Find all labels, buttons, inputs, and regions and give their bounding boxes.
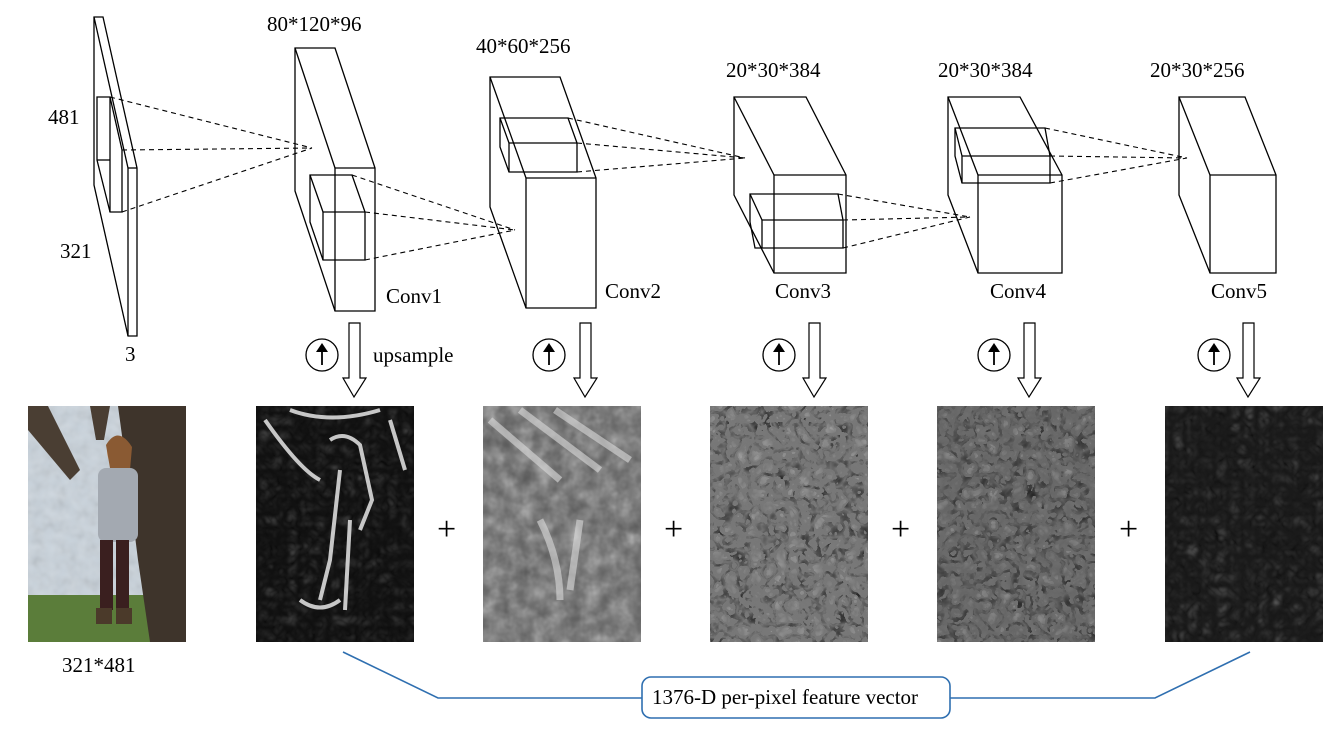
projection-lines-conv2-conv3 [567,117,746,173]
conv5-volume [1178,96,1277,274]
feature-map-conv4 [937,406,1095,642]
input-volume [93,16,138,337]
plus-symbol-1: + [437,511,456,548]
projection-lines-conv4-conv5 [1044,127,1188,184]
projection-lines-conv1-conv2 [351,174,516,261]
upsample-arrow-conv2 [532,322,599,399]
upsample-arrow-conv3 [762,322,828,399]
feature-map-conv2 [483,406,641,642]
conv5-dims-label: 20*30*256 [1150,58,1245,82]
projection-lines-input-conv1 [109,96,313,213]
conv4-volume [947,96,1063,274]
feature-vector-box: 1376-D per-pixel feature vector [641,676,951,719]
conv1-volume [294,47,376,312]
conv2-volume [489,76,597,309]
plus-symbol-4: + [1119,511,1138,548]
conv3-dims-label: 20*30*384 [726,58,821,82]
feature-map-conv1 [256,406,414,642]
input-width-label: 321 [60,239,92,263]
conv3-volume [733,96,847,274]
plus-symbol-2: + [664,511,683,548]
upsample-arrow-conv5 [1197,322,1262,399]
conv4-name-label: Conv4 [990,279,1047,303]
conv2-dims-label: 40*60*256 [476,34,571,58]
input-depth-label: 3 [125,342,136,366]
plus-symbol-3: + [891,511,910,548]
feature-vector-label: 1376-D per-pixel feature vector [652,685,918,709]
concatenation-bracket [342,651,1251,699]
input-image-caption: 321*481 [62,653,136,677]
conv4-dims-label: 20*30*384 [938,58,1033,82]
upsample-arrow-conv1 [305,322,368,399]
upsample-arrow-conv4 [977,322,1043,399]
projection-lines-conv3-conv4 [837,193,971,249]
conv3-name-label: Conv3 [775,279,831,303]
conv1-name-label: Conv1 [386,284,442,308]
upsample-label: upsample [373,343,453,367]
feature-map-conv5 [1165,406,1323,642]
input-photo [28,406,186,642]
conv2-name-label: Conv2 [605,279,661,303]
input-height-label: 481 [48,105,80,129]
conv5-name-label: Conv5 [1211,279,1267,303]
conv1-dims-label: 80*120*96 [267,12,362,36]
feature-map-conv3 [710,406,868,642]
